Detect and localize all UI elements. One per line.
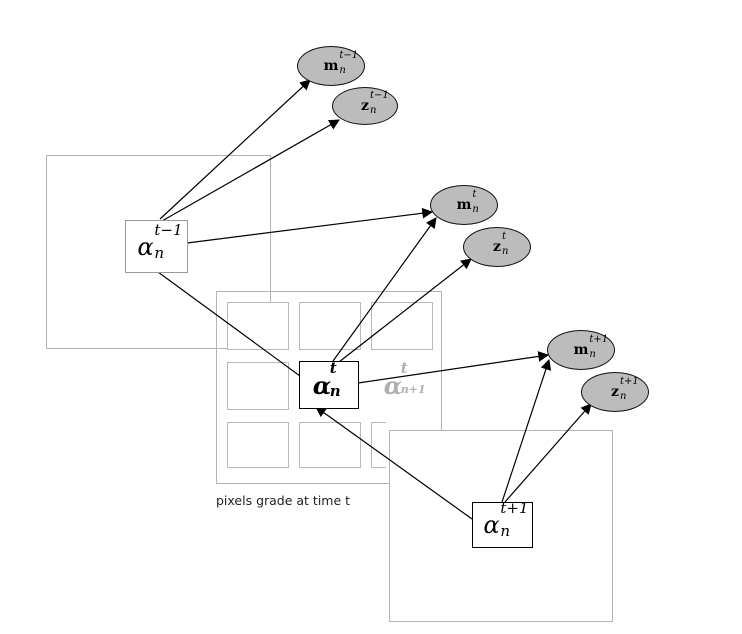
edge-curr-to-m-next [357,351,550,384]
frame-pixel-grid [216,291,442,484]
edge-curr-to-z-curr [338,258,472,363]
edge-next-to-z-next [504,403,592,503]
grid-cell [299,302,361,350]
edge-next-to-curr [315,406,473,520]
grid-cell [227,302,289,350]
grid-cell [227,422,289,468]
frame-prev-time [46,155,271,349]
grid-cell [371,422,386,468]
edge-next-to-m-next [501,358,552,503]
grid-caption: pixels grade at time t [216,493,351,508]
edge-prev-to-m-curr [186,207,434,244]
edge-prev-to-z-prev [161,119,340,222]
grid-cell [299,422,361,468]
edge-prev-to-curr [157,271,316,388]
edge-prev-to-m-prev [159,79,311,220]
edge-curr-to-m-curr [332,217,437,362]
grid-cell [371,302,433,350]
grid-cell [227,362,289,410]
